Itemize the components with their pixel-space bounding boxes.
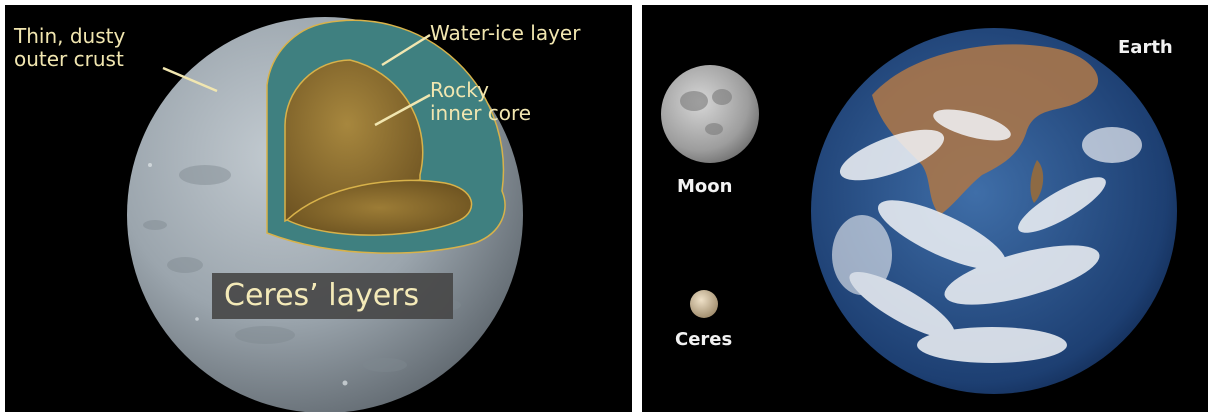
earth-clouds: [832, 109, 1142, 363]
moon-disk: [661, 65, 759, 163]
crust-label-line-2: outer crust: [14, 47, 124, 71]
crust-pointer: [162, 66, 218, 93]
ice-pointer: [381, 33, 431, 67]
size-comparison-illustration: [661, 28, 1177, 394]
size-comparison-panel: Earth Moon Ceres: [642, 5, 1208, 412]
title-box: Ceres’ layers: [212, 273, 453, 319]
core-label-line-1: Rocky: [430, 78, 489, 102]
ceres-disk: [690, 290, 718, 318]
ceres-label: Ceres: [675, 329, 733, 350]
crust-label: Thin, dusty outer crust: [14, 25, 125, 71]
madagascar: [1030, 160, 1044, 203]
crust-label-line-1: Thin, dusty: [14, 24, 126, 48]
diagram-title: Ceres’ layers: [224, 278, 420, 313]
moon-label: Moon: [677, 176, 733, 197]
water-ice-label: Water-ice layer: [430, 21, 581, 45]
core-label: Rocky inner core: [430, 79, 531, 125]
earth-label: Earth: [1118, 37, 1173, 58]
core-label-line-2: inner core: [430, 101, 532, 125]
rocky-core-floor: [285, 179, 473, 236]
ceres-layers-panel: Thin, dusty outer crust Water-ice layer …: [5, 5, 632, 412]
core-pointer: [374, 93, 431, 127]
